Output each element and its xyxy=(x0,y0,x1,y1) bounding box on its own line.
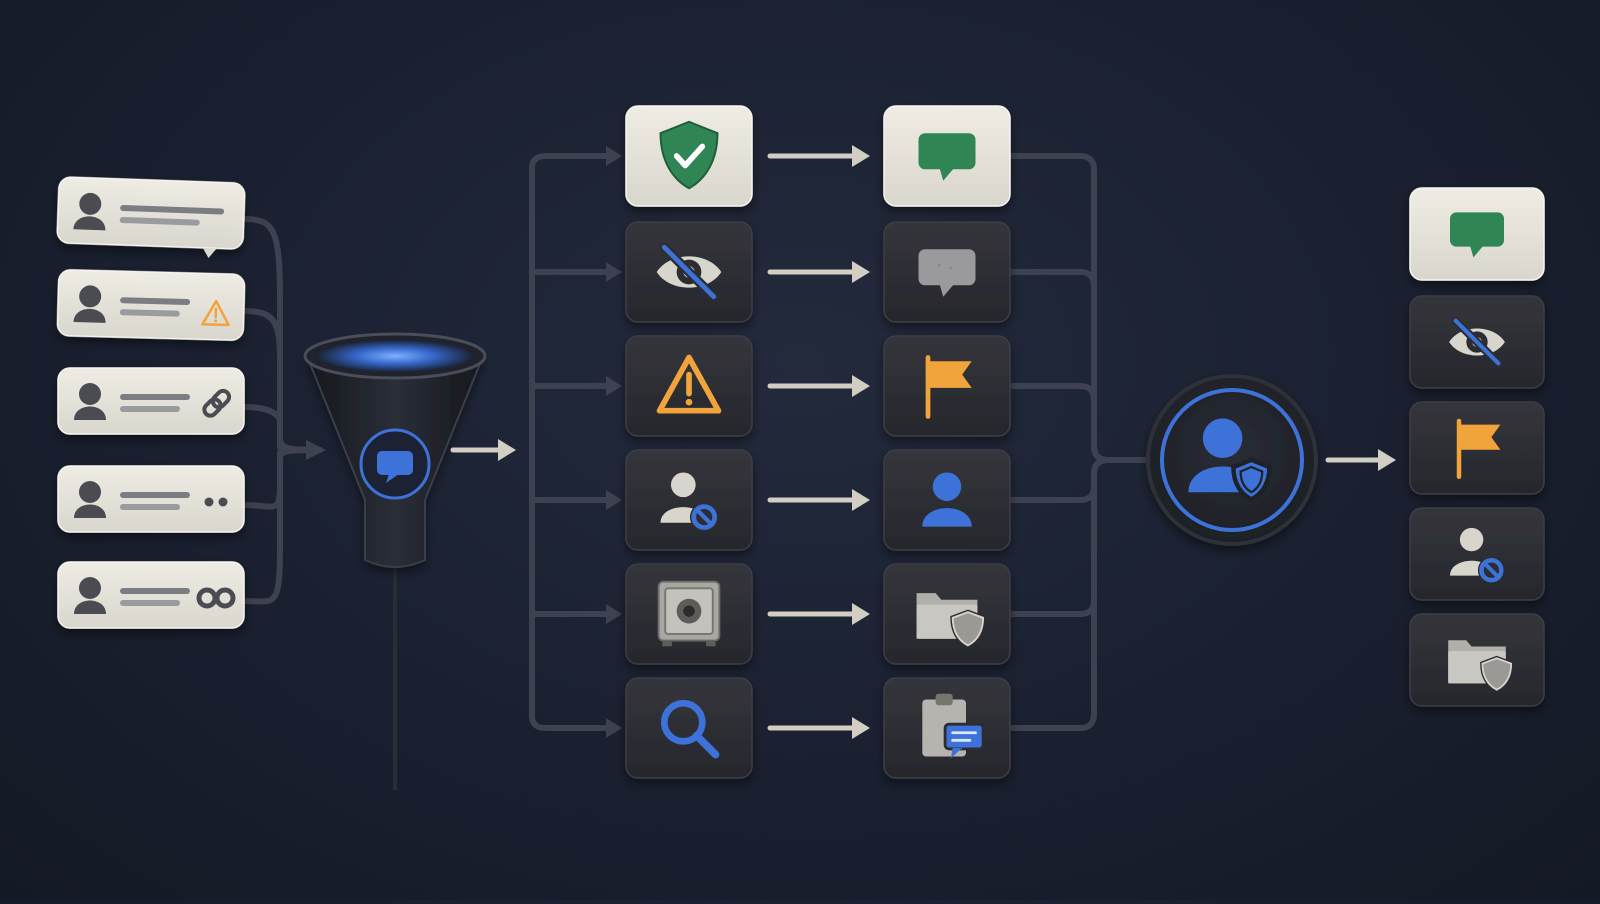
action-merge-line xyxy=(1010,460,1148,614)
moderator-hub xyxy=(1148,376,1316,544)
action-merge-line xyxy=(1010,156,1148,460)
category-to-action-arrow xyxy=(770,489,870,511)
category-branch xyxy=(532,716,612,728)
category-branch-arrowhead xyxy=(606,718,622,738)
action-merge-line xyxy=(1010,272,1148,460)
moderator-output-arrow xyxy=(1328,449,1396,471)
message-connector xyxy=(244,450,320,602)
action-tile xyxy=(884,564,1010,664)
action-tile xyxy=(884,336,1010,436)
outcome-tile xyxy=(1410,402,1544,494)
category-to-action-arrow xyxy=(770,145,870,167)
message-card xyxy=(58,562,244,628)
category-to-action-arrow xyxy=(770,603,870,625)
folder-shield-icon xyxy=(917,593,984,645)
category-branch-arrowhead xyxy=(606,376,622,396)
action-tile xyxy=(884,678,1010,778)
message-card xyxy=(57,270,245,341)
message-card xyxy=(58,368,244,434)
category-tile xyxy=(626,678,752,778)
category-branch-arrowhead xyxy=(606,146,622,166)
safe-vault-icon xyxy=(659,582,720,647)
funnel-input-arrowhead xyxy=(306,440,326,460)
funnel-output-arrow xyxy=(453,439,516,461)
outcome-tile xyxy=(1410,614,1544,706)
category-tile xyxy=(626,222,752,322)
category-tile xyxy=(626,564,752,664)
category-to-action-arrow xyxy=(770,261,870,283)
category-to-action-arrow xyxy=(770,375,870,397)
message-card xyxy=(57,177,246,259)
outcome-tile xyxy=(1410,188,1544,280)
folder-shield-icon xyxy=(1448,640,1511,690)
category-tile xyxy=(626,450,752,550)
category-tile xyxy=(626,336,752,436)
action-tile xyxy=(884,106,1010,206)
action-merge-line xyxy=(1010,460,1148,500)
action-tile xyxy=(884,450,1010,550)
message-card xyxy=(58,466,244,532)
category-tile xyxy=(626,106,752,206)
category-branch xyxy=(532,156,612,168)
category-branch-arrowhead xyxy=(606,490,622,510)
category-branch-arrowhead xyxy=(606,262,622,282)
outcome-tile xyxy=(1410,508,1544,600)
funnel xyxy=(305,334,485,790)
category-branch-arrowhead xyxy=(606,604,622,624)
outcome-tile xyxy=(1410,296,1544,388)
action-merge-line xyxy=(1010,386,1148,460)
category-to-action-arrow xyxy=(770,717,870,739)
action-tile xyxy=(884,222,1010,322)
